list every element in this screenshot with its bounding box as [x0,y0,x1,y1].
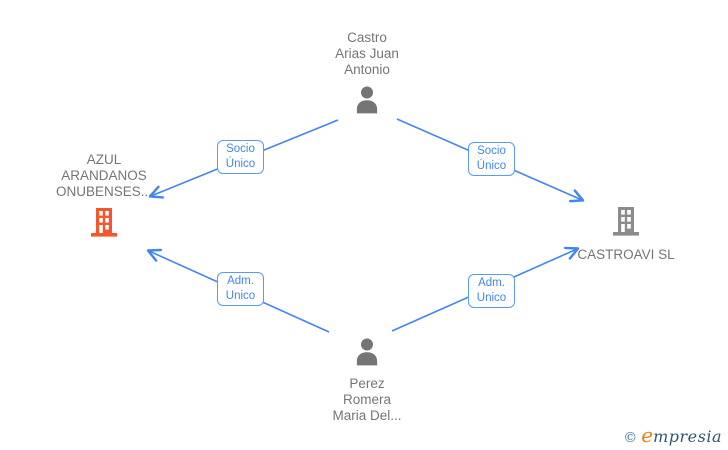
building-icon [86,206,122,244]
node-person-bottom[interactable]: Perez Romera Maria Del... [287,336,447,424]
node-label-line: ONUBENSES... [55,184,153,199]
person-icon [351,336,383,372]
edge-label-line: Socio [477,145,506,157]
edge-label-line: Socio [226,143,255,155]
edge-label-line: Adm. [227,275,254,287]
edge-label-line: Único [476,160,507,172]
node-label-line: Perez [349,376,385,391]
node-label-line: Castro [347,30,387,45]
node-label-line: Romera [342,392,391,407]
edge-label-line: Unico [476,292,507,304]
edge-label-socio-left: Socio Único [217,140,264,174]
edge-label-adm-right: Adm. Unico [468,274,515,308]
node-label-line: Maria Del... [332,408,402,423]
edge-label-line: Único [225,158,256,170]
node-label-line: Antonio [344,62,390,77]
node-label-line: AZUL [86,152,122,167]
copyright-icon: © [623,430,638,446]
edge-label-socio-right: Socio Único [468,142,515,176]
edge-label-line: Adm. [478,277,505,289]
empresia-logo: ©empresia [623,423,722,447]
node-company-right[interactable]: CASTROAVI SL [541,205,711,263]
logo-text: mpresia [653,427,722,446]
node-label-line: CASTROAVI SL [577,247,675,262]
node-label-line: Arias Juan [335,46,399,61]
logo-letter-e: e [641,423,654,447]
building-icon [608,205,644,243]
node-person-top[interactable]: Castro Arias Juan Antonio [287,30,447,120]
edge-label-line: Unico [225,290,256,302]
node-label-line: ARANDANOS [61,168,147,183]
node-company-left[interactable]: AZUL ARANDANOS ONUBENSES... [15,152,193,244]
edge-label-adm-left: Adm. Unico [217,272,264,306]
person-icon [351,84,383,120]
